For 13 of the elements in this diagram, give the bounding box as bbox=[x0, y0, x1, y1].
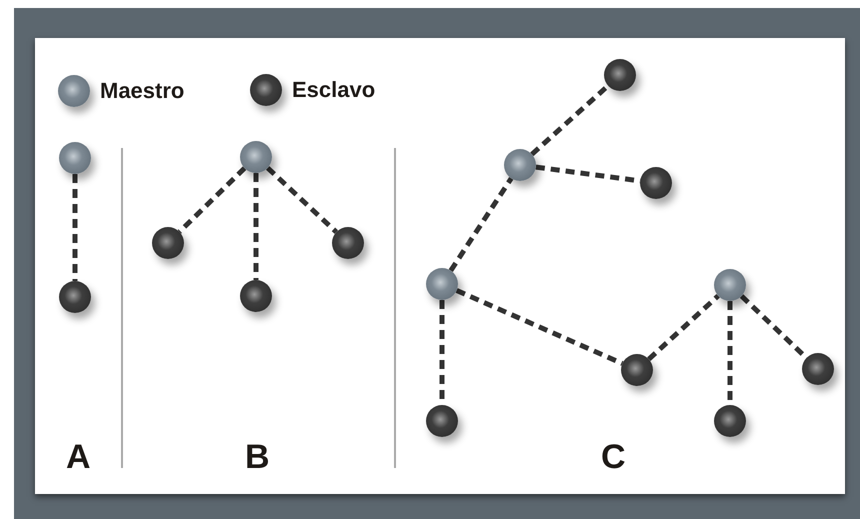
dashed-connector bbox=[530, 84, 610, 156]
dashed-connector bbox=[448, 177, 514, 272]
dashed-connector bbox=[254, 173, 258, 280]
dashed-connector bbox=[266, 166, 338, 234]
dashed-connector bbox=[456, 288, 624, 366]
dashed-connector bbox=[178, 166, 246, 234]
panel-label: B bbox=[245, 438, 270, 477]
panel-label: C bbox=[601, 438, 626, 477]
legend-text: Esclavo bbox=[292, 77, 376, 103]
dashed-connector bbox=[647, 294, 720, 362]
legend-text: Maestro bbox=[100, 78, 184, 104]
panel-label: A bbox=[66, 438, 91, 477]
dashed-connector bbox=[72, 174, 78, 281]
